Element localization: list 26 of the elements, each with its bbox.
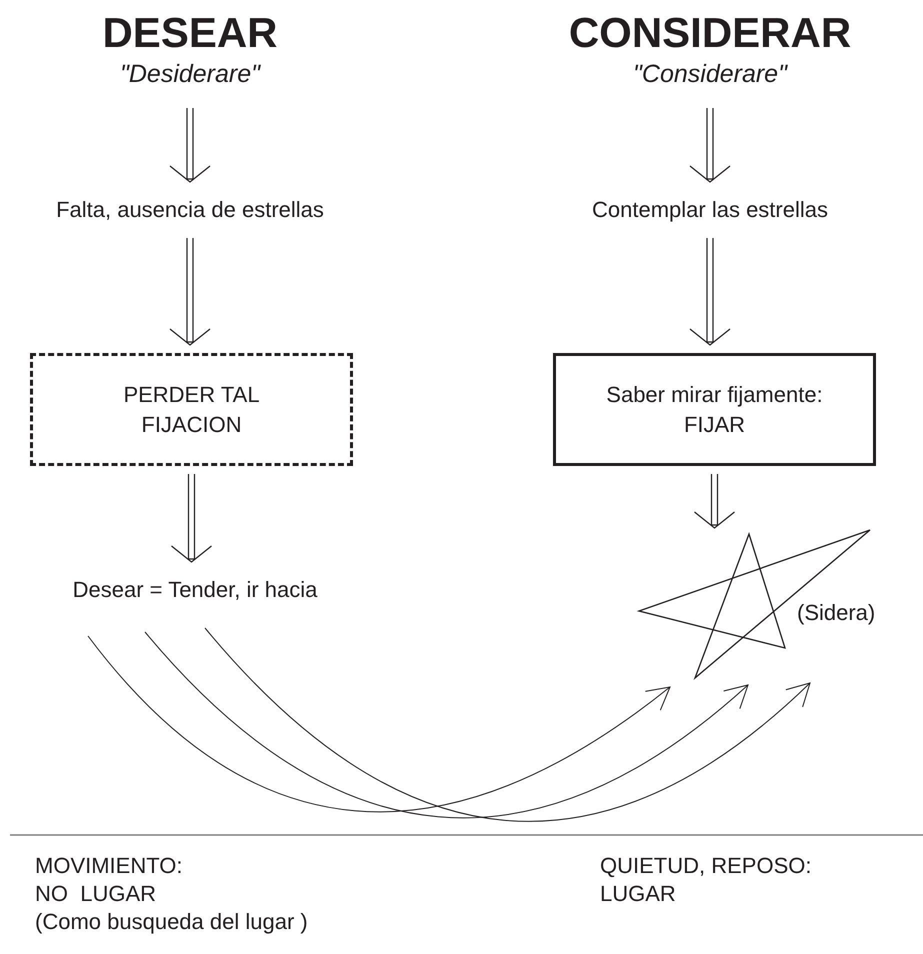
double-arrow: [170, 473, 212, 563]
note-text: LUGAR: [600, 880, 676, 908]
step-text: Desear = Tender, ir hacia: [72, 576, 318, 604]
step-text: Falta, ausencia de estrellas: [56, 196, 324, 224]
step-text: Contemplar las estrellas: [592, 196, 828, 224]
double-arrow: [689, 237, 731, 346]
note-text: NO LUGAR: [35, 880, 156, 908]
curved-arrow: [88, 636, 670, 812]
double-arrow: [169, 237, 211, 346]
double-arrow: [694, 473, 736, 529]
subtitle: "Desiderare": [120, 59, 260, 90]
double-arrow: [689, 107, 731, 183]
double-arrow: [169, 107, 211, 183]
heading: DESEAR: [102, 8, 278, 58]
note-text: QUIETUD, REPOSO:: [600, 852, 812, 880]
subtitle: "Considerare": [633, 59, 787, 90]
box-label: PERDER TAL FIJACION: [122, 380, 261, 438]
dashed-box: [30, 353, 353, 466]
curved-arrow: [144, 632, 748, 818]
note-text: (Como busqueda del lugar ): [35, 908, 308, 936]
curved-arrow: [204, 628, 810, 821]
heading: CONSIDERAR: [568, 8, 852, 58]
note-text: MOVIMIENTO:: [35, 852, 182, 880]
star-caption: (Sidera): [797, 599, 876, 627]
box-label: Saber mirar fijamente: FIJAR: [605, 380, 824, 438]
process-box: [553, 353, 876, 466]
